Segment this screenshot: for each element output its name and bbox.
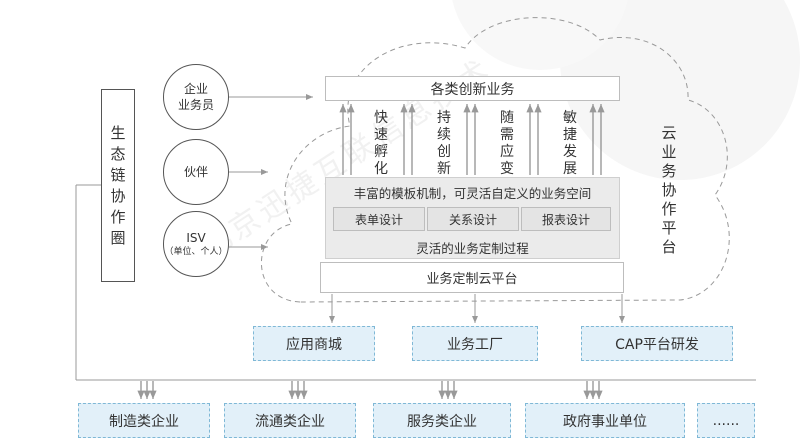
business-cloud-platform-box: 业务定制云平台 — [320, 262, 624, 293]
isv-circle: ISV （单位、个人） — [163, 211, 229, 277]
benefit-agile-development: 敏捷发展 — [563, 110, 577, 177]
customer-manufacturing: 制造类企业 — [78, 403, 210, 438]
ecosystem-box: 生态链协作圈 — [101, 89, 135, 282]
cap-platform-box: CAP平台研发 — [581, 326, 733, 361]
staff-label: 业务员 — [177, 98, 214, 112]
app-store-box: 应用商城 — [253, 326, 375, 361]
customer-distribution: 流通类企业 — [224, 403, 356, 438]
form-design-box: 表单设计 — [333, 207, 425, 231]
relation-design-box: 关系设计 — [427, 207, 519, 231]
partner-circle: 伙伴 — [163, 139, 229, 205]
report-design-box: 报表设计 — [521, 207, 611, 231]
customer-more: ...... — [697, 403, 755, 438]
enterprise-label: 企业 — [183, 82, 208, 96]
customer-service: 服务类企业 — [373, 403, 511, 438]
cloud-platform-label: 云业务协作平台 — [661, 124, 677, 256]
customer-government: 政府事业单位 — [525, 403, 685, 438]
template-mechanism-label: 丰富的模板机制，可灵活自定义的业务空间 — [353, 186, 592, 201]
benefit-continuous-innovation: 持续创新 — [437, 110, 451, 177]
isv-label: ISV — [186, 231, 206, 245]
enterprise-staff-circle: 企业 业务员 — [163, 64, 229, 130]
ecosystem-label: 生态链协作圈 — [110, 123, 126, 247]
benefit-rapid-incubation: 快速孵化 — [374, 110, 388, 177]
benefit-on-demand: 随需应变 — [500, 110, 514, 177]
innovation-business-box: 各类创新业务 — [325, 76, 620, 101]
custom-process-label: 灵活的业务定制过程 — [416, 241, 529, 256]
business-factory-box: 业务工厂 — [412, 326, 538, 361]
partner-label: 伙伴 — [183, 165, 208, 179]
isv-note: （单位、个人） — [164, 247, 228, 257]
